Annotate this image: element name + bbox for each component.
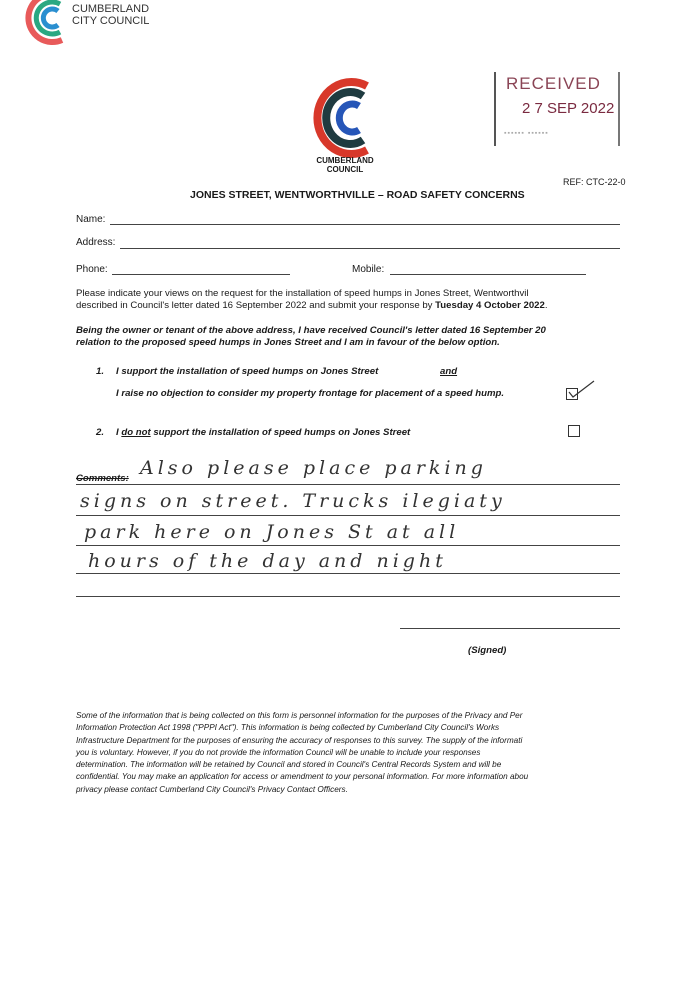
option2-checkbox[interactable] [568, 425, 580, 437]
form-title: JONES STREET, WENTWORTHVILLE – ROAD SAFE… [190, 189, 525, 201]
received-stamp: RECEIVED 2 7 SEP 2022 ▪▪▪▪▪▪ ▪▪▪▪▪▪ [494, 72, 620, 146]
comment-line[interactable] [76, 515, 620, 516]
option1-number: 1. [96, 366, 105, 377]
cumberland-logo-icon [25, 0, 64, 45]
phone-field[interactable] [112, 274, 290, 275]
stamp-received: RECEIVED [506, 74, 601, 93]
comment-line[interactable] [76, 596, 620, 597]
option1-line2: I raise no objection to consider my prop… [116, 388, 505, 399]
handwritten-comment: signs on street. Trucks ilegiaty [80, 490, 506, 512]
option2-text: I do not support the installation of spe… [116, 427, 411, 438]
handwritten-comment: Also please place parking [140, 457, 487, 479]
signature-line[interactable] [400, 628, 620, 629]
mobile-field[interactable] [390, 274, 586, 275]
council-logo-icon [313, 78, 369, 158]
option2-number: 2. [96, 427, 105, 438]
signed-label: (Signed) [468, 645, 507, 656]
comment-line[interactable] [76, 573, 620, 574]
handwritten-comment: park here on Jones St at all [84, 521, 460, 543]
address-field[interactable] [120, 248, 620, 249]
checkmark-icon [568, 380, 595, 398]
comment-line[interactable] [76, 484, 620, 485]
privacy-notice: Some of the information that is being co… [76, 711, 529, 794]
option1-and: and [440, 366, 458, 377]
stamp-date: 2 7 SEP 2022 [522, 100, 615, 117]
reference: REF: CTC-22-0 [563, 177, 626, 187]
comments-label: Comments: [76, 473, 129, 484]
intro-text: Please indicate your views on the reques… [76, 288, 548, 311]
name-label: Name: [76, 214, 106, 225]
name-field[interactable] [110, 224, 620, 225]
phone-label: Phone: [76, 264, 108, 275]
stamp-smudge: ▪▪▪▪▪▪ ▪▪▪▪▪▪ [504, 130, 549, 137]
mobile-label: Mobile: [352, 264, 385, 275]
handwritten-comment: hours of the day and night [88, 550, 447, 572]
comment-line[interactable] [76, 545, 620, 546]
option1-text: I support the installation of speed hump… [116, 366, 379, 377]
address-label: Address: [76, 237, 116, 248]
declaration-text: Being the owner or tenant of the above a… [76, 325, 546, 348]
